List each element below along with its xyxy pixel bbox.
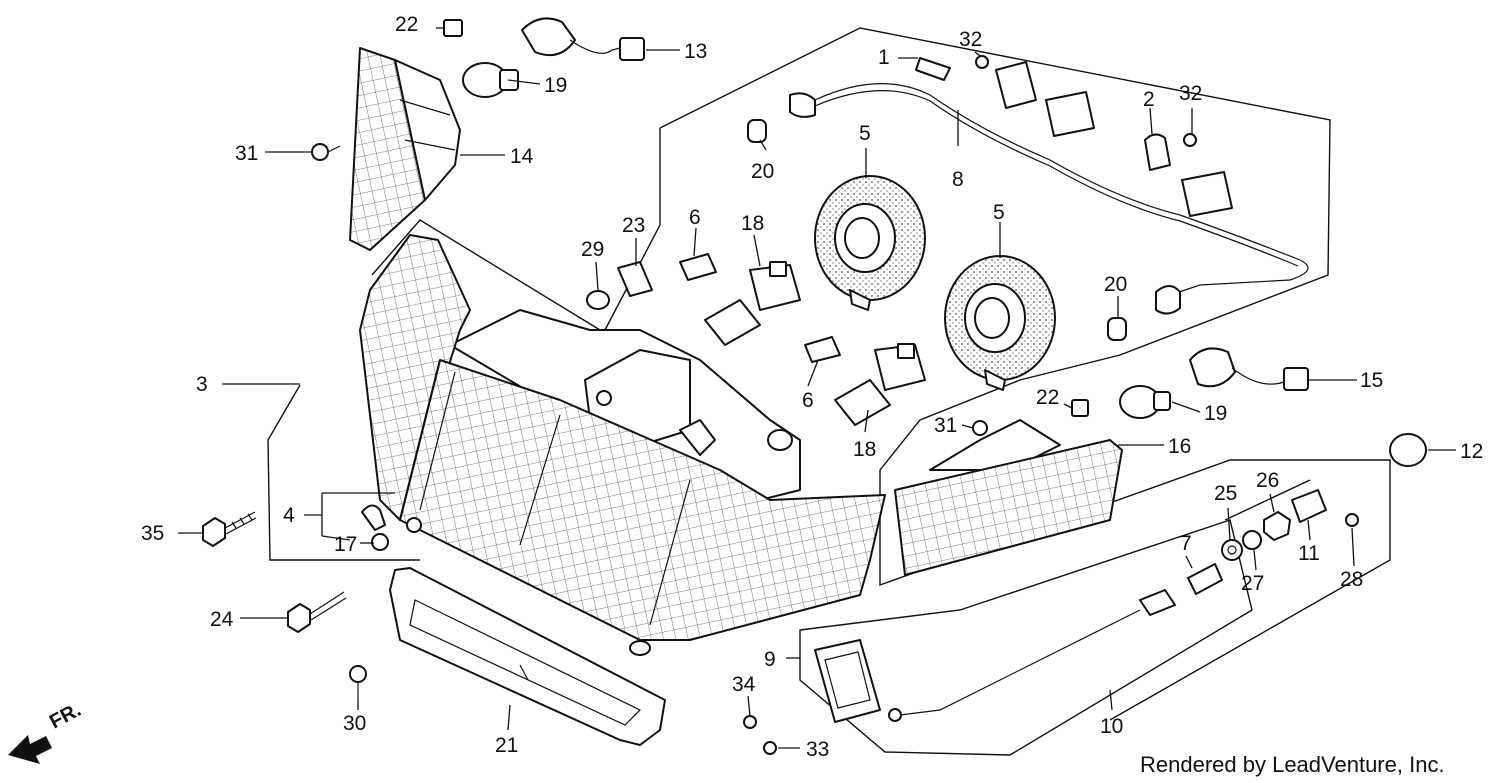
right-turn-signal-lens <box>894 419 1123 576</box>
label-5a: 5 <box>859 122 871 145</box>
label-1: 1 <box>878 46 890 69</box>
label-32b: 32 <box>1179 82 1202 105</box>
front-direction-arrow-icon <box>8 735 52 764</box>
clip-22-left <box>443 19 463 37</box>
label-30: 30 <box>343 712 366 735</box>
leader-lines <box>178 27 1456 749</box>
cap-11 <box>1291 489 1327 523</box>
headlight-lens <box>359 234 886 656</box>
screw-34 <box>743 715 757 729</box>
washer-25 <box>1221 539 1243 561</box>
wire-harness-8 <box>789 61 1309 315</box>
adjuster-clip-17 <box>361 504 422 551</box>
label-20a: 20 <box>751 160 774 183</box>
clip-6-lower <box>804 336 841 363</box>
headlight-bulb-18-upper <box>704 261 801 346</box>
screw-30 <box>349 665 367 700</box>
label-7: 7 <box>1180 532 1192 555</box>
clip-22-right <box>1071 399 1089 417</box>
label-2: 2 <box>1143 88 1155 111</box>
bulb-20-upper <box>747 119 767 143</box>
bulb-socket-right <box>1189 347 1309 391</box>
label-34: 34 <box>732 673 756 696</box>
label-22a: 22 <box>395 13 418 36</box>
bulb-20-lower <box>1107 317 1127 341</box>
headlight-bulb-18-lower <box>834 343 926 426</box>
label-8: 8 <box>952 168 964 191</box>
label-20b: 20 <box>1104 273 1127 296</box>
label-19a: 19 <box>544 74 567 97</box>
bushing-7 <box>1187 563 1223 595</box>
label-6a: 6 <box>689 206 701 229</box>
screw-31-right <box>972 420 988 436</box>
label-18b: 18 <box>853 438 876 461</box>
lower-trim-panel <box>389 567 666 746</box>
label-11: 11 <box>1298 542 1320 565</box>
label-26: 26 <box>1256 469 1279 492</box>
clip-6-upper <box>679 253 717 281</box>
label-16: 16 <box>1168 435 1191 458</box>
label-32a: 32 <box>959 28 982 51</box>
label-15: 15 <box>1360 369 1383 392</box>
left-turn-signal-lens <box>349 47 461 251</box>
screw-32-right <box>1183 133 1197 147</box>
label-29: 29 <box>581 238 604 261</box>
label-17: 17 <box>334 533 357 556</box>
dust-cover-5-upper <box>814 175 926 311</box>
label-22b: 22 <box>1036 386 1059 409</box>
label-3: 3 <box>196 373 208 396</box>
screw-33 <box>763 741 777 755</box>
label-25: 25 <box>1214 482 1237 505</box>
label-33: 33 <box>806 738 829 761</box>
label-18a: 18 <box>741 212 764 235</box>
label-27: 27 <box>1241 572 1264 595</box>
label-23: 23 <box>622 214 645 237</box>
screw-31-left <box>311 143 341 161</box>
part-labels: 1 2 3 4 5 5 6 6 7 8 9 10 11 12 13 14 15 … <box>141 13 1483 761</box>
label-5b: 5 <box>993 201 1005 224</box>
tag-1 <box>915 57 951 81</box>
label-9: 9 <box>764 648 776 671</box>
label-10: 10 <box>1100 715 1123 738</box>
label-35: 35 <box>141 522 164 545</box>
bulb-socket-left <box>521 17 645 61</box>
label-28: 28 <box>1340 568 1363 591</box>
bracket-23 <box>617 261 653 297</box>
label-31a: 31 <box>235 142 258 165</box>
cap-12 <box>1389 433 1427 467</box>
screw-28 <box>1345 513 1359 527</box>
label-19b: 19 <box>1204 402 1227 425</box>
washer-27 <box>1242 530 1262 550</box>
screw-32-upper <box>975 55 989 69</box>
render-credit: Rendered by LeadVenture, Inc. <box>1140 752 1445 777</box>
label-31b: 31 <box>934 414 957 437</box>
label-13: 13 <box>684 40 707 63</box>
label-14: 14 <box>510 145 534 168</box>
label-12: 12 <box>1460 440 1483 463</box>
group-outlines <box>267 27 1391 756</box>
clamp-2 <box>1144 133 1171 171</box>
dust-cover-5-lower <box>944 255 1056 391</box>
grommet-29 <box>586 290 610 310</box>
label-21: 21 <box>495 734 518 757</box>
label-6b: 6 <box>802 389 814 412</box>
bolt-35 <box>202 511 257 547</box>
nut-26 <box>1263 511 1291 541</box>
label-4: 4 <box>283 504 295 527</box>
bulb-19-right <box>1119 385 1171 419</box>
adjuster-cable-10 <box>888 589 1176 722</box>
adjuster-knob-9 <box>814 639 881 723</box>
bolt-24 <box>287 591 347 633</box>
label-24: 24 <box>210 608 234 631</box>
